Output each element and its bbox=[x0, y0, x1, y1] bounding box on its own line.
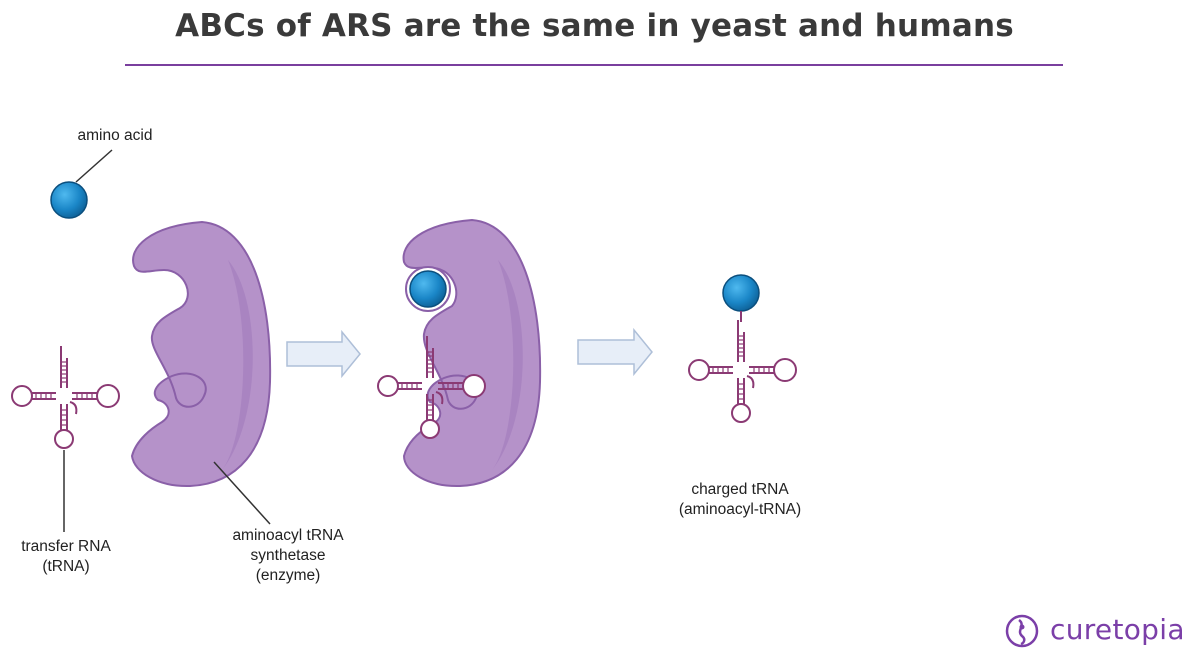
enzyme-2 bbox=[402, 218, 542, 488]
charged-trna bbox=[688, 319, 797, 423]
enzyme-label: aminoacyl tRNA synthetase (enzyme) bbox=[232, 527, 344, 584]
enzyme-leader-line bbox=[213, 461, 271, 525]
curetopia-logo-text[interactable]: curetopia bbox=[1050, 613, 1185, 646]
bound-amino-acid bbox=[409, 270, 447, 308]
enzyme-1 bbox=[130, 220, 272, 488]
slide-title: ABCs of ARS are the same in yeast and hu… bbox=[175, 8, 1014, 44]
curetopia-logo-icon bbox=[1005, 614, 1039, 648]
amino-acid-label: amino acid bbox=[77, 127, 153, 144]
charged-trna-label: charged tRNA (aminoacyl-tRNA) bbox=[678, 481, 802, 518]
process-arrow-1 bbox=[286, 329, 361, 379]
trna-label: transfer RNA (tRNA) bbox=[21, 538, 111, 575]
amino-acid-ball bbox=[50, 181, 88, 219]
title-underline bbox=[125, 64, 1063, 66]
amino-acid-leader-line bbox=[75, 149, 113, 183]
process-arrow-2 bbox=[577, 327, 653, 377]
charged-amino-acid bbox=[722, 274, 760, 312]
free-trna bbox=[11, 345, 120, 449]
